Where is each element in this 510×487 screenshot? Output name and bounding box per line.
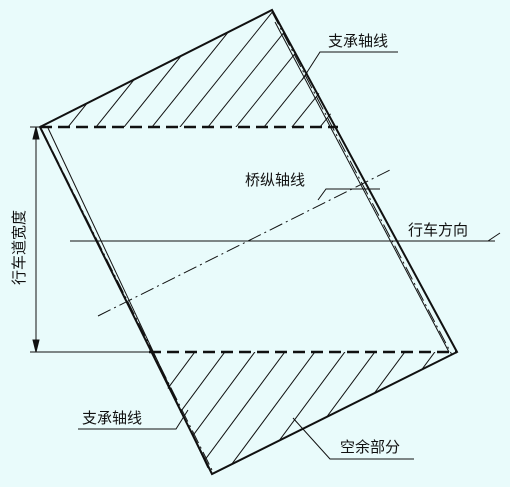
top-spare-hatch [59,10,338,127]
label-spare-part: 空余部分 [340,438,400,456]
left-inner-edge [47,127,209,469]
bearing-axis-line-bottom [41,129,213,471]
label-bridge-axis: 桥纵轴线 [245,171,305,189]
bridge-longitudinal-axis [97,169,391,317]
label-bearing-axis-top: 支承轴线 [328,32,388,50]
label-roadway-width: 行车道宽度 [10,210,28,285]
deck-outline [38,8,459,476]
label-bearing-axis-bottom: 支承轴线 [82,409,142,427]
roadway-width-dimension [30,126,150,353]
leader-lines [78,51,501,460]
label-travel-direction: 行车方向 [408,221,468,239]
